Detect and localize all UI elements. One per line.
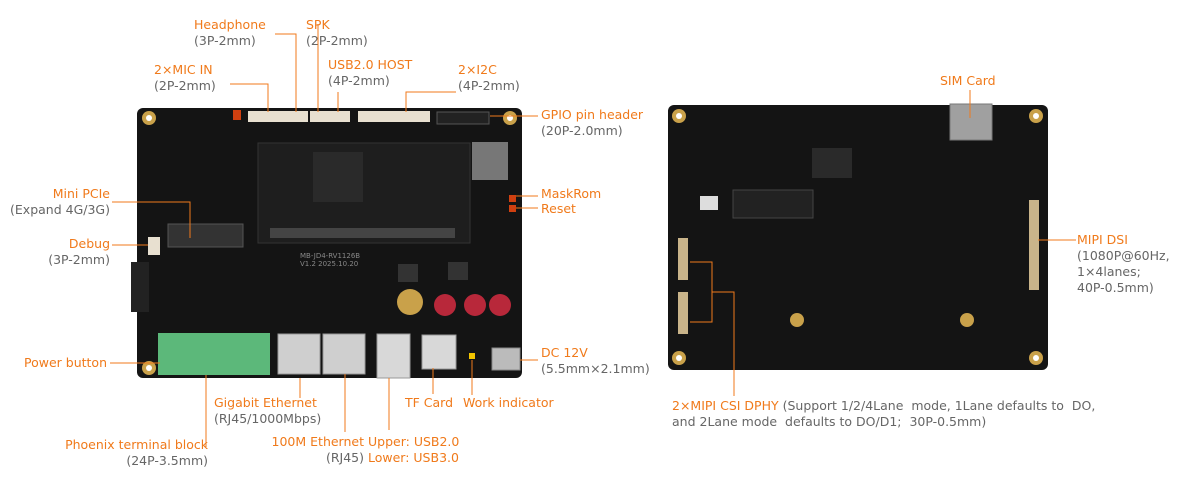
ethernet-100m-spec: (RJ45) (325, 450, 364, 465)
mipi-csi-title: 2×MIPI CSI DPHY (672, 398, 779, 413)
mipi-dsi-title: MIPI DSI (1077, 232, 1128, 247)
mic-in-spec: (2P-2mm) (154, 78, 216, 93)
label-gpio: GPIO pin header (20P-2.0mm) (541, 107, 643, 139)
label-tf-card: TF Card (405, 395, 453, 411)
board-model: MB-JD4-RV1126B (300, 252, 361, 260)
mipi-dsi-spec-3: 40P-0.5mm) (1077, 280, 1154, 295)
spk-spec: (2P-2mm) (306, 33, 368, 48)
mini-pcie-title: Mini PCIe (52, 186, 110, 201)
debug-spec: (3P-2mm) (48, 252, 110, 267)
label-mini-pcie: Mini PCIe (Expand 4G/3G) (10, 186, 110, 218)
label-phoenix: Phoenix terminal block (24P-3.5mm) (65, 437, 208, 469)
gpio-title: GPIO pin header (541, 107, 644, 122)
label-i2c: 2×I2C (4P-2mm) (458, 62, 520, 94)
spk-title: SPK (306, 17, 330, 32)
debug-title: Debug (68, 236, 110, 251)
dc-title: DC 12V (541, 345, 588, 360)
work-indicator-title: Work indicator (463, 395, 554, 410)
usb-host-title: USB2.0 HOST (328, 57, 413, 72)
label-usb-host: USB2.0 HOST (4P-2mm) (328, 57, 412, 89)
label-100m-ethernet: 100M Ethernet (RJ45) (272, 434, 364, 466)
front-board (131, 108, 522, 379)
i2c-title: 2×I2C (458, 62, 497, 77)
label-headphone: Headphone (3P-2mm) (194, 17, 266, 49)
label-sim-card: SIM Card (940, 73, 996, 89)
reset-title: Reset (541, 201, 576, 216)
gigabit-title: Gigabit Ethernet (214, 395, 317, 410)
gpio-spec: (20P-2.0mm) (541, 123, 623, 138)
mini-pcie-spec: (Expand 4G/3G) (10, 202, 110, 217)
dc-spec: (5.5mm×2.1mm) (541, 361, 650, 376)
maskrom-title: MaskRom (541, 186, 602, 201)
board-silkscreen: MB-JD4-RV1126B V1.2 2025.10.20 (300, 252, 360, 268)
headphone-title: Headphone (194, 17, 266, 32)
mipi-dsi-spec-1: (1080P@60Hz, (1077, 248, 1170, 263)
tf-card-title: TF Card (405, 395, 454, 410)
label-mic-in: 2×MIC IN (2P-2mm) (154, 62, 216, 94)
label-reset: Reset (541, 201, 576, 217)
leader-lines (110, 24, 1076, 447)
mic-in-title: 2×MIC IN (154, 62, 213, 77)
power-button-title: Power button (24, 355, 107, 370)
sim-card-title: SIM Card (940, 73, 996, 88)
mipi-csi-spec-2: and 2Lane mode defaults to DO/D1; 30P-0.… (672, 414, 987, 429)
phoenix-title: Phoenix terminal block (65, 437, 208, 452)
usb-host-spec: (4P-2mm) (328, 73, 390, 88)
ethernet-100m-title: 100M Ethernet (271, 434, 364, 449)
label-usb-stack: Upper: USB2.0 Lower: USB3.0 (368, 434, 459, 466)
i2c-spec: (4P-2mm) (458, 78, 520, 93)
mipi-csi-spec-1: (Support 1/2/4Lane mode, 1Lane defaults … (778, 398, 1096, 413)
phoenix-spec: (24P-3.5mm) (126, 453, 208, 468)
usb-upper: Upper: USB2.0 (368, 434, 460, 449)
label-spk: SPK (2P-2mm) (306, 17, 368, 49)
gigabit-spec: (RJ45/1000Mbps) (214, 411, 322, 426)
label-gigabit: Gigabit Ethernet (RJ45/1000Mbps) (214, 395, 321, 427)
label-mipi-csi: 2×MIPI CSI DPHY (Support 1/2/4Lane mode,… (672, 398, 1095, 430)
mipi-dsi-spec-2: 1×4lanes; (1077, 264, 1141, 279)
label-power-button: Power button (24, 355, 107, 371)
headphone-spec: (3P-2mm) (194, 33, 256, 48)
label-maskrom: MaskRom (541, 186, 601, 202)
board-version: V1.2 2025.10.20 (300, 260, 359, 268)
usb-lower: Lower: USB3.0 (368, 450, 459, 465)
label-debug: Debug (3P-2mm) (48, 236, 110, 268)
label-dc: DC 12V (5.5mm×2.1mm) (541, 345, 650, 377)
back-board (668, 103, 1048, 370)
label-work-indicator: Work indicator (463, 395, 554, 411)
label-mipi-dsi: MIPI DSI (1080P@60Hz, 1×4lanes; 40P-0.5m… (1077, 232, 1170, 296)
